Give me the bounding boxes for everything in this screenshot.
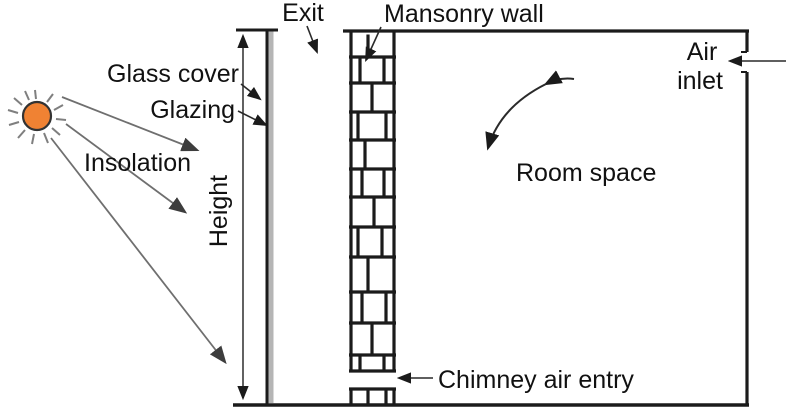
pointer-arrows (237, 25, 786, 384)
exit-pointer-arrow (306, 25, 318, 55)
glass-cover-assembly (236, 28, 278, 404)
glass-cover-pointer-arrow (240, 83, 262, 101)
insolation-arrow-3 (50, 137, 227, 365)
insolation-arrows (50, 96, 227, 365)
insolation-arrow-2 (65, 123, 188, 214)
label-height: Height (205, 175, 233, 247)
sun-circle (21, 100, 53, 132)
glazing-pointer-arrow (237, 110, 268, 126)
label-air-inlet-line2: inlet (677, 67, 723, 95)
circulation-arrow-seg2 (485, 83, 547, 151)
circulation-arrow-seg1 (543, 70, 575, 86)
circulation-arrow (485, 70, 575, 151)
sun-rays (7, 89, 67, 145)
label-room-space: Room space (516, 159, 656, 187)
label-masonry-wall: Mansonry wall (384, 0, 544, 28)
label-glass-cover: Glass cover (107, 60, 239, 88)
label-chimney-air-entry: Chimney air entry (438, 366, 634, 394)
label-air-inlet-line1: Air (687, 38, 718, 66)
masonry-wall-pointer-arrow (365, 26, 382, 62)
label-glazing: Glazing (150, 96, 235, 124)
sun-icon (7, 89, 67, 145)
masonry-wall (349, 32, 396, 405)
insolation-arrow-1 (61, 96, 200, 152)
label-exit: Exit (282, 0, 324, 27)
label-insolation: Insolation (84, 149, 191, 177)
brick-joints (349, 34, 396, 404)
room-envelope (233, 29, 749, 407)
